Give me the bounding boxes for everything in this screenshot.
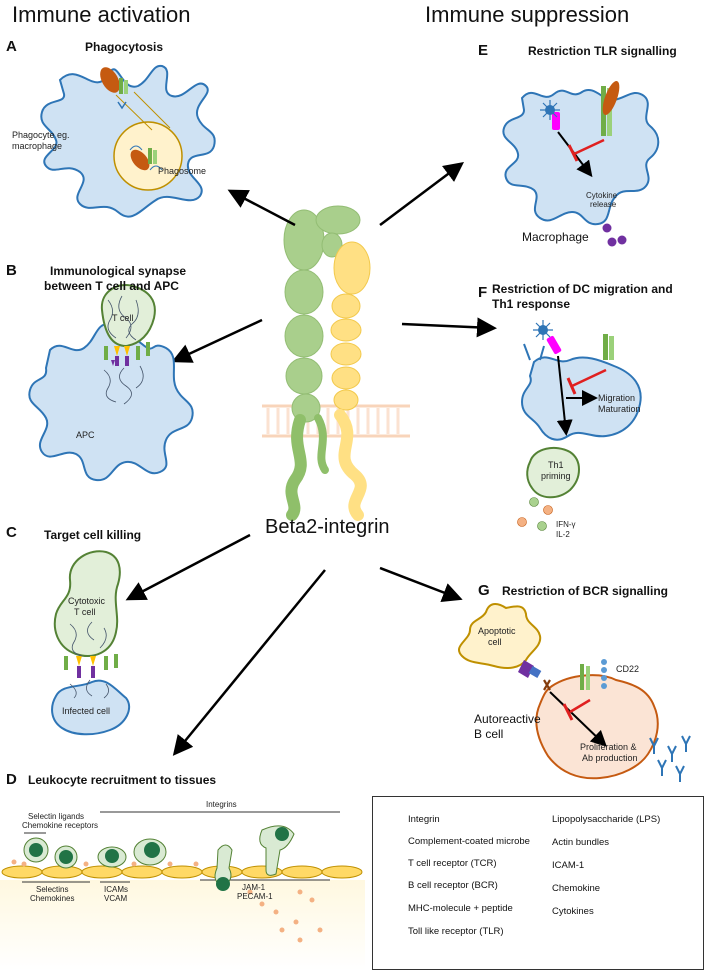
panel-a-title: Phagocytosis [85, 40, 164, 54]
legend-item-mhc: MHC-molecule + peptide [408, 903, 513, 914]
panel-d-label-selectin-ligands: Selectin ligands [28, 812, 85, 821]
panel-b-title-2: between T cell and APC [44, 279, 179, 293]
panel-d-label-integrins: Integrins [206, 800, 237, 809]
panel-b-label-apc: APC [76, 430, 95, 440]
panel-c-letter: C [6, 524, 17, 541]
panel-f-label-th1: Th1 [548, 460, 564, 470]
header-immune-activation: Immune activation [12, 2, 191, 27]
panel-e-title: Restriction TLR signalling [528, 44, 677, 58]
panel-e-graphic [502, 80, 660, 247]
panel-a-label-phagosome: Phagosome [158, 166, 207, 176]
panel-a-label-phagocyte: Phagocyte eg. [12, 130, 70, 140]
legend-item-icam: ICAM-1 [552, 860, 585, 871]
macrophage-cell [502, 89, 660, 226]
leukocytes [23, 825, 295, 891]
panel-g-letter: G [478, 582, 490, 599]
legend-item-actin: Actin bundles [552, 837, 610, 848]
panel-d-label-jam1: JAM-1 [242, 883, 266, 892]
legend [372, 796, 704, 970]
panel-d-title: Leukocyte recruitment to tissues [28, 773, 217, 787]
panel-c-label-cytotoxic: Cytotoxic [68, 596, 106, 606]
cytokine-dots-f [517, 497, 553, 531]
header-immune-suppression: Immune suppression [425, 2, 630, 27]
panel-f-title-2: Th1 response [492, 297, 571, 311]
panel-a-label-macrophage: macrophage [12, 141, 63, 151]
panel-b-graphic [28, 284, 194, 482]
panel-g-label-bcell: B cell [474, 727, 504, 741]
panel-d-label-icams: ICAMs [104, 885, 128, 894]
legend-item-tcr: T cell receptor (TCR) [408, 858, 497, 869]
panel-f-label-il2: IL-2 [556, 530, 570, 539]
tlr-receptor [552, 112, 560, 130]
legend-item-bcr: B cell receptor (BCR) [408, 880, 498, 891]
panel-a-letter: A [6, 38, 17, 55]
panel-g-label-proliferation: Proliferation & [580, 742, 637, 752]
panel-b-label-tcell: T cell [112, 313, 134, 323]
panel-f-label-migration: Migration [598, 393, 636, 403]
legend-item-cytokines: Cytokines [552, 906, 594, 917]
panel-g-label-cd22: CD22 [616, 664, 640, 674]
infected-cell [51, 679, 131, 736]
panel-d-label-pecam1: PECAM-1 [237, 892, 273, 901]
panel-c-title: Target cell killing [44, 528, 142, 542]
panel-e-label-macrophage: Macrophage [522, 230, 589, 244]
endothelium [1, 865, 363, 879]
beta2-integrin-label: Beta2-integrin [265, 516, 390, 538]
panel-d-letter: D [6, 771, 17, 788]
beta2-integrin-structure [262, 205, 410, 521]
panel-b-letter: B [6, 262, 17, 279]
panel-g-label-ab-production: Ab production [582, 753, 638, 763]
cell-membrane [262, 404, 410, 438]
t-cell [100, 284, 156, 348]
panel-g-title: Restriction of BCR signalling [502, 584, 669, 598]
autoreactive-b-cell [535, 674, 659, 780]
legend-item-integrin: Integrin [408, 814, 440, 825]
legend-item-tlr: Toll like receptor (TLR) [408, 926, 504, 937]
legend-item-lps: Lipopolysaccharide (LPS) [552, 814, 661, 825]
panel-f-title-1: Restriction of DC migration and [492, 282, 673, 296]
panel-e-label-cytokine: Cytokine [586, 191, 618, 200]
panel-g-label-autoreactive: Autoreactive [474, 712, 541, 726]
cytokine-dots [602, 223, 627, 247]
panel-f-graphic [517, 320, 642, 531]
panel-c-graphic [51, 550, 131, 736]
panel-f-label-priming: priming [541, 471, 571, 481]
panel-b-title-1: Immunological synapse [50, 264, 187, 278]
panel-e-label-release: release [590, 200, 617, 209]
panel-d-label-chemokine-receptors: Chemokine receptors [22, 821, 99, 830]
panel-d-label-chemokines: Chemokines [30, 894, 75, 903]
microbe-icon [100, 67, 120, 93]
chemokines-dots [11, 859, 323, 943]
panel-d-label-selectins: Selectins [36, 885, 69, 894]
panel-f-label-ifn: IFN-γ [556, 520, 576, 529]
legend-item-microbe: Complement-coated microbe [408, 836, 530, 847]
antibodies [649, 735, 691, 782]
legend-item-chemokine: Chemokine [552, 883, 601, 894]
panel-d-graphic [0, 811, 365, 970]
apc-cell [28, 322, 194, 482]
panel-g-label-apoptotic: Apoptotic [478, 626, 516, 636]
panel-f-label-maturation: Maturation [598, 404, 641, 414]
tlr-receptor-f [546, 335, 562, 355]
arrows [125, 162, 497, 756]
panel-a-graphic [40, 64, 216, 218]
apoptotic-cell [458, 603, 542, 669]
panel-f-letter: F [478, 284, 488, 301]
panel-d-label-vcam: VCAM [104, 894, 128, 903]
panel-c-label-infected: Infected cell [62, 706, 111, 716]
th1-cell [526, 446, 580, 499]
panel-c-label-tcell: T cell [74, 607, 96, 617]
cytotoxic-t-cell [53, 550, 121, 657]
panel-g-label-cell: cell [488, 637, 502, 647]
panel-g-graphic [458, 603, 691, 782]
panel-e-letter: E [478, 42, 489, 59]
